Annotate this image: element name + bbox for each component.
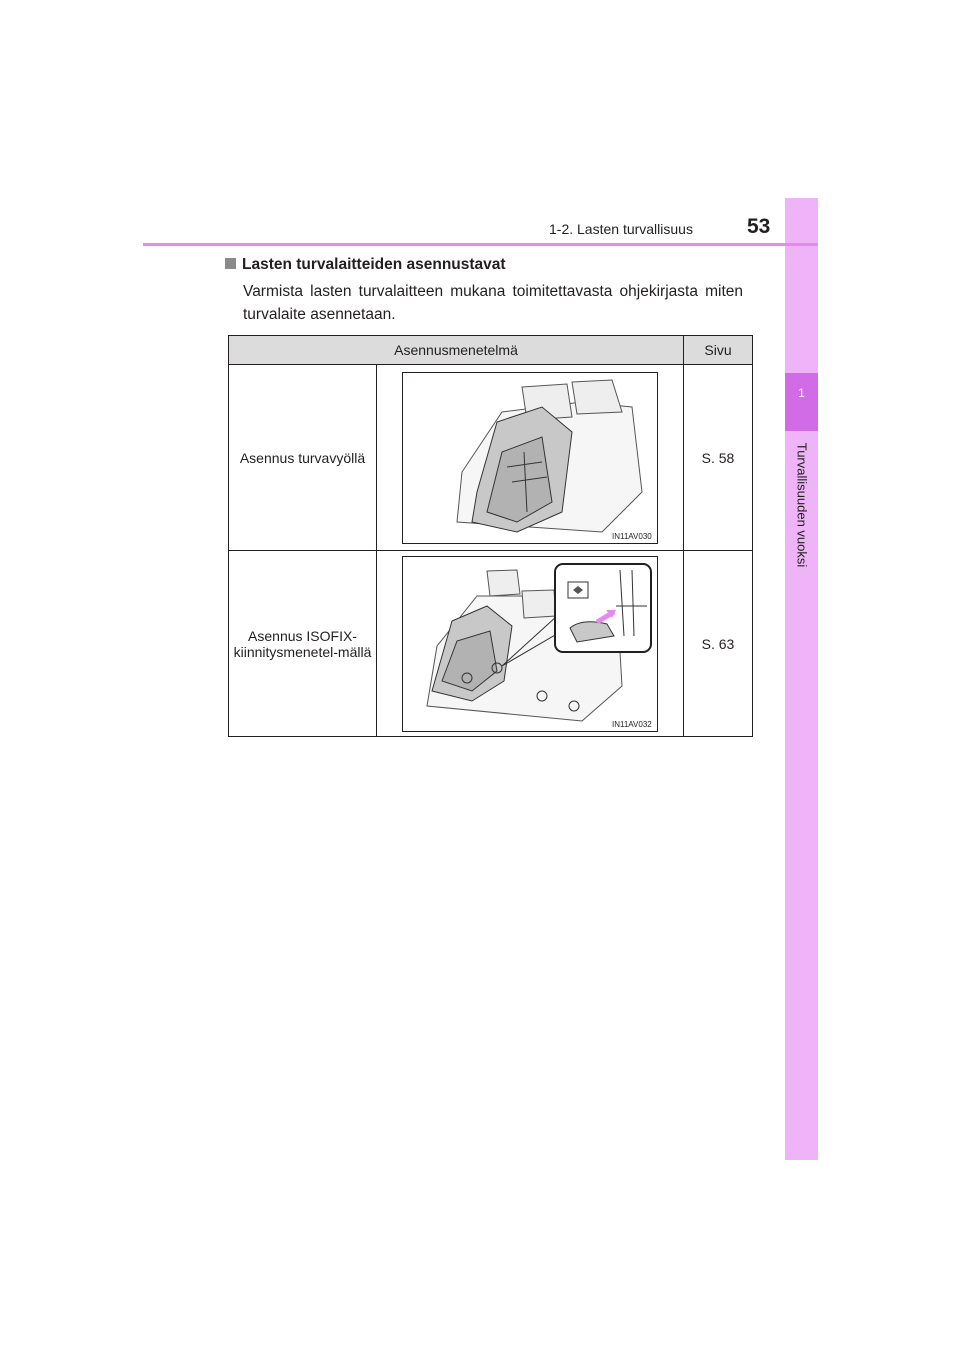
table-row: Asennus ISOFIX-kiinnitysmenetel-mällä (228, 550, 753, 737)
page-cell: S. 58 (683, 364, 753, 551)
side-tab-active-marker (785, 373, 818, 431)
illustration-cell: IN11AV032 (376, 550, 684, 737)
method-cell: Asennus ISOFIX-kiinnitysmenetel-mällä (228, 550, 377, 737)
column-header-page: Sivu (683, 335, 753, 365)
chapter-title: Turvallisuuden vuoksi (794, 442, 810, 568)
method-cell: Asennus turvavyöllä (228, 364, 377, 551)
section-body: Varmista lasten turvalaitteen mukana toi… (243, 283, 743, 323)
section-heading-text: Lasten turvalaitteiden asennustavat (242, 256, 506, 273)
figure-code: IN11AV032 (612, 720, 652, 729)
table-header-row: Asennusmenetelmä Sivu (228, 335, 753, 365)
figure-code: IN11AV030 (612, 532, 652, 541)
header-rule (143, 243, 818, 246)
table-row: Asennus turvavyöllä IN11AV030 S. 58 (228, 364, 753, 551)
seatbelt-installation-illustration: IN11AV030 (402, 371, 658, 544)
page-number: 53 (747, 215, 771, 238)
page-cell: S. 63 (683, 550, 753, 737)
square-bullet-icon (225, 258, 236, 269)
side-tab (785, 198, 818, 1160)
installation-table: Asennusmenetelmä Sivu Asennus turvavyöll… (228, 335, 753, 737)
illustration-cell: IN11AV030 (376, 364, 684, 551)
section-heading: Lasten turvalaitteiden asennustavat (225, 256, 506, 274)
chapter-number: 1 (798, 386, 805, 400)
isofix-installation-illustration: IN11AV032 (402, 555, 658, 732)
column-header-method: Asennusmenetelmä (228, 335, 684, 365)
section-title: 1-2. Lasten turvallisuus (549, 221, 693, 237)
